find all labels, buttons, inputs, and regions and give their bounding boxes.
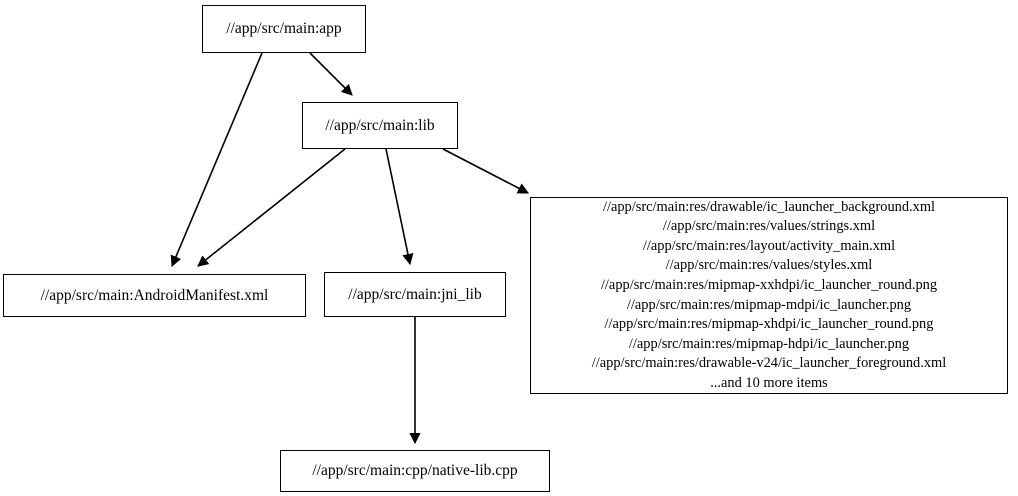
node-android-manifest-label: //app/src/main:AndroidManifest.xml — [40, 286, 269, 304]
edge-app-to-manifest — [170, 52, 263, 268]
node-native-lib-cpp[interactable]: //app/src/main:cpp/native-lib.cpp — [280, 450, 550, 492]
node-lib-label: //app/src/main:lib — [325, 116, 435, 134]
node-res-collection[interactable]: //app/src/main:res/drawable/ic_launcher_… — [530, 197, 1008, 394]
edge-lib-to-res — [442, 148, 529, 194]
node-lib[interactable]: //app/src/main:lib — [302, 102, 458, 149]
node-jni-lib-label: //app/src/main:jni_lib — [348, 285, 482, 303]
edge-lib-to-manifest — [197, 148, 346, 267]
node-res-collection-label: //app/src/main:res/drawable/ic_launcher_… — [591, 198, 947, 391]
node-jni-lib[interactable]: //app/src/main:jni_lib — [324, 272, 506, 317]
node-app-label: //app/src/main:app — [226, 20, 342, 38]
node-native-lib-cpp-label: //app/src/main:cpp/native-lib.cpp — [312, 462, 518, 480]
edge-app-to-lib — [309, 52, 353, 96]
edge-lib-to-jni-lib — [385, 148, 414, 266]
node-android-manifest[interactable]: //app/src/main:AndroidManifest.xml — [3, 274, 306, 317]
node-app[interactable]: //app/src/main:app — [202, 5, 366, 53]
